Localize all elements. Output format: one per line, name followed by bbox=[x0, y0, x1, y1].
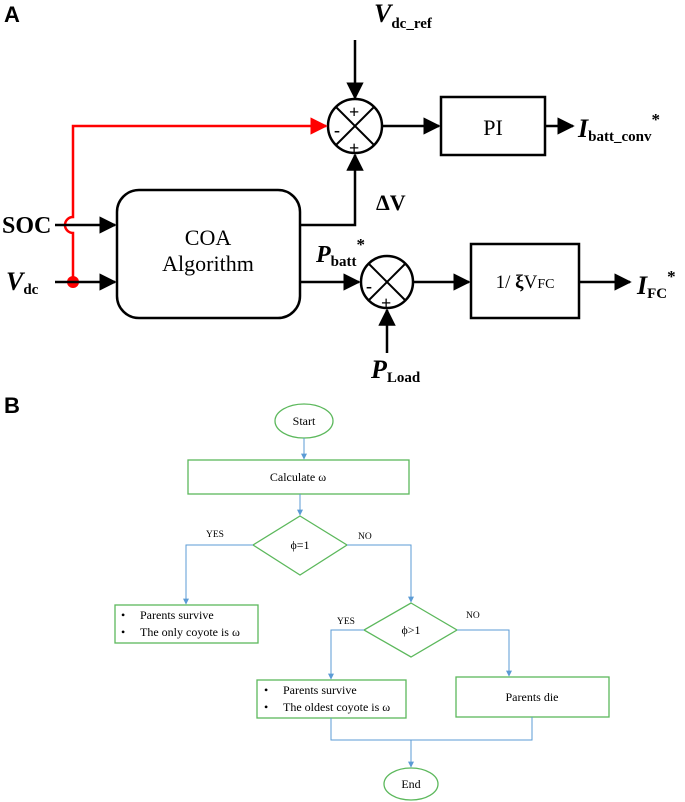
calculate-box bbox=[187, 459, 410, 495]
fc-gain-block bbox=[469, 242, 581, 320]
decision-2 bbox=[362, 602, 459, 658]
bullet: • bbox=[121, 625, 125, 639]
left-result-list: • Parents survive • The only coyote is ω bbox=[121, 608, 240, 639]
left-result-line-2: The only coyote is ω bbox=[140, 625, 240, 639]
no-label-2: NO bbox=[466, 611, 480, 621]
mid-result-line-1: Parents survive bbox=[283, 683, 357, 697]
yes-label-1: YES bbox=[206, 530, 224, 540]
sum1-plus-top: + bbox=[349, 102, 359, 122]
bullet: • bbox=[121, 608, 125, 622]
flowchart-connectors bbox=[183, 438, 533, 768]
start-label: Start bbox=[293, 414, 316, 428]
parents-die-box bbox=[455, 676, 610, 718]
ibatt-conv-label: Ibatt_conv* bbox=[577, 110, 660, 145]
delta-v-arrow bbox=[300, 153, 364, 227]
fc-gain-label: 1/ ξVFC bbox=[496, 272, 555, 293]
calculate-label: Calculate ω bbox=[270, 470, 326, 484]
coa-label-line2: Algorithm bbox=[162, 251, 254, 276]
soc-label: SOC bbox=[2, 213, 51, 239]
mid-result-line-2: The oldest coyote is ω bbox=[283, 700, 390, 714]
pload-label: PLoad bbox=[370, 355, 421, 386]
bullet: • bbox=[264, 683, 268, 697]
end-node bbox=[383, 767, 439, 801]
sum2-plus-bottom: + bbox=[381, 293, 391, 313]
coa-algorithm-block bbox=[115, 188, 302, 320]
flowchart-shapes bbox=[114, 403, 610, 801]
vdc-label: Vdc bbox=[6, 267, 39, 298]
coa-label-line1: COA bbox=[185, 225, 232, 250]
pi-label: PI bbox=[483, 115, 503, 140]
sum1-minus-left: - bbox=[334, 120, 340, 140]
pi-block bbox=[439, 95, 547, 157]
decision-2-label: ϕ>1 bbox=[401, 623, 420, 637]
decision-1-label: ϕ=1 bbox=[290, 538, 309, 552]
panel-label-a: A bbox=[4, 2, 20, 27]
parents-die-label: Parents die bbox=[506, 690, 559, 704]
left-result-line-1: Parents survive bbox=[140, 608, 214, 622]
delta-v-label: ΔV bbox=[376, 190, 406, 215]
no-label-1: NO bbox=[358, 532, 372, 542]
decision-1 bbox=[251, 515, 349, 576]
mid-result-box bbox=[256, 679, 407, 719]
ifc-label: IFC* bbox=[636, 267, 676, 302]
yes-label-2: YES bbox=[337, 617, 355, 627]
bullet: • bbox=[264, 700, 268, 714]
summing-junction-2: - + bbox=[359, 254, 415, 313]
summing-junction-1: + - + bbox=[326, 97, 384, 158]
left-result-box bbox=[114, 604, 259, 644]
panel-label-b: B bbox=[4, 393, 20, 418]
vdc-ref-label: Vdc_ref bbox=[374, 0, 433, 32]
end-label: End bbox=[401, 777, 420, 791]
pbatt-label: Pbatt* bbox=[315, 235, 365, 270]
sum2-minus-left: - bbox=[366, 276, 372, 296]
mid-result-list: • Parents survive • The oldest coyote is… bbox=[264, 683, 390, 714]
sum1-plus-bottom: + bbox=[349, 138, 359, 158]
